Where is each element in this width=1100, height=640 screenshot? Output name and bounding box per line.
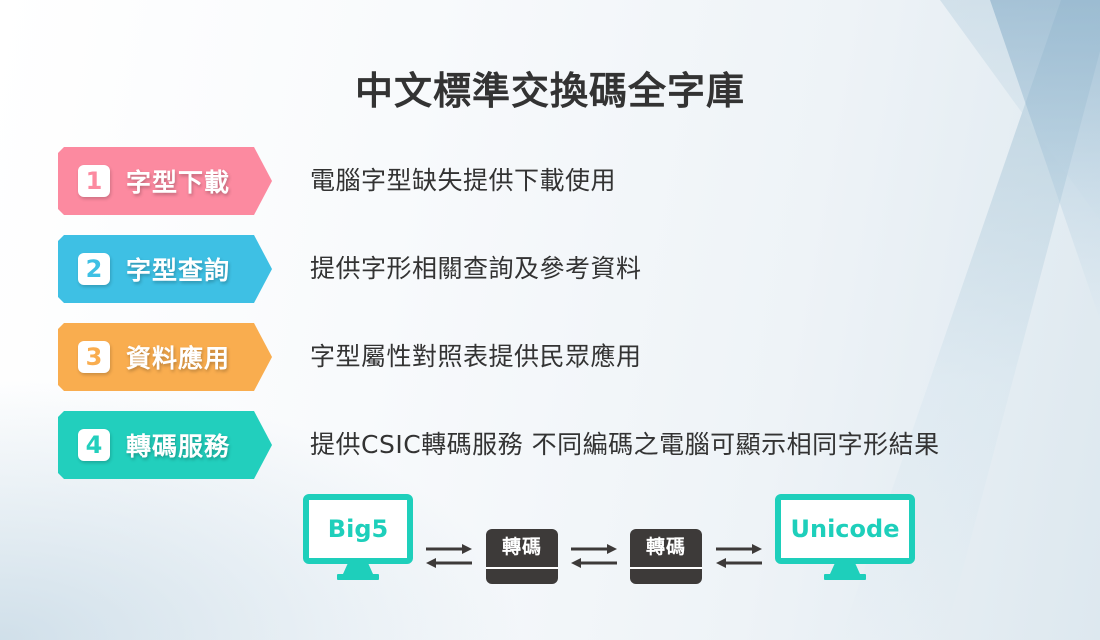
converter-divider bbox=[630, 567, 702, 569]
feature-description: 電腦字型缺失提供下載使用 bbox=[310, 166, 617, 195]
feature-row-font-lookup: 2 字型查詢 提供字形相關查詢及參考資料 bbox=[58, 235, 1058, 303]
feature-label: 資料應用 bbox=[126, 344, 231, 373]
bidirectional-arrows-icon bbox=[716, 543, 762, 569]
converter-label: 轉碼 bbox=[645, 536, 686, 558]
monitor-stand bbox=[343, 564, 373, 574]
converter-box: 轉碼 bbox=[486, 529, 558, 584]
bidirectional-arrows-icon bbox=[571, 543, 617, 569]
page-title: 中文標準交換碼全字庫 bbox=[354, 69, 745, 113]
feature-row-font-download: 1 字型下載 電腦字型缺失提供下載使用 bbox=[58, 147, 1058, 215]
converter-divider bbox=[486, 567, 558, 569]
feature-row-data-application: 3 資料應用 字型屬性對照表提供民眾應用 bbox=[58, 323, 1058, 391]
feature-row-transcoding: 4 轉碼服務 提供CSIC轉碼服務 不同編碼之電腦可顯示相同字形結果 bbox=[58, 411, 1058, 479]
bidirectional-arrows-icon bbox=[426, 543, 472, 569]
step-number: 4 bbox=[78, 429, 110, 461]
monitor-stand bbox=[830, 564, 860, 574]
monitor-base bbox=[824, 574, 866, 580]
feature-badge[interactable]: 3 資料應用 bbox=[58, 323, 272, 391]
step-number: 1 bbox=[78, 165, 110, 197]
feature-description: 提供字形相關查詢及參考資料 bbox=[310, 254, 642, 283]
feature-description: 提供CSIC轉碼服務 不同編碼之電腦可顯示相同字形結果 bbox=[310, 430, 940, 459]
feature-label: 轉碼服務 bbox=[126, 432, 231, 461]
feature-label: 字型查詢 bbox=[126, 256, 231, 285]
feature-badge[interactable]: 2 字型查詢 bbox=[58, 235, 272, 303]
monitor-screen: Unicode bbox=[775, 494, 915, 564]
monitor-base bbox=[337, 574, 379, 580]
step-number: 3 bbox=[78, 341, 110, 373]
feature-label: 字型下載 bbox=[126, 168, 231, 197]
step-number: 2 bbox=[78, 253, 110, 285]
converter-box: 轉碼 bbox=[630, 529, 702, 584]
feature-description: 字型屬性對照表提供民眾應用 bbox=[310, 342, 642, 371]
feature-badge[interactable]: 1 字型下載 bbox=[58, 147, 272, 215]
monitor-screen: Big5 bbox=[303, 494, 413, 564]
converter-label: 轉碼 bbox=[501, 536, 542, 558]
feature-badge[interactable]: 4 轉碼服務 bbox=[58, 411, 272, 479]
